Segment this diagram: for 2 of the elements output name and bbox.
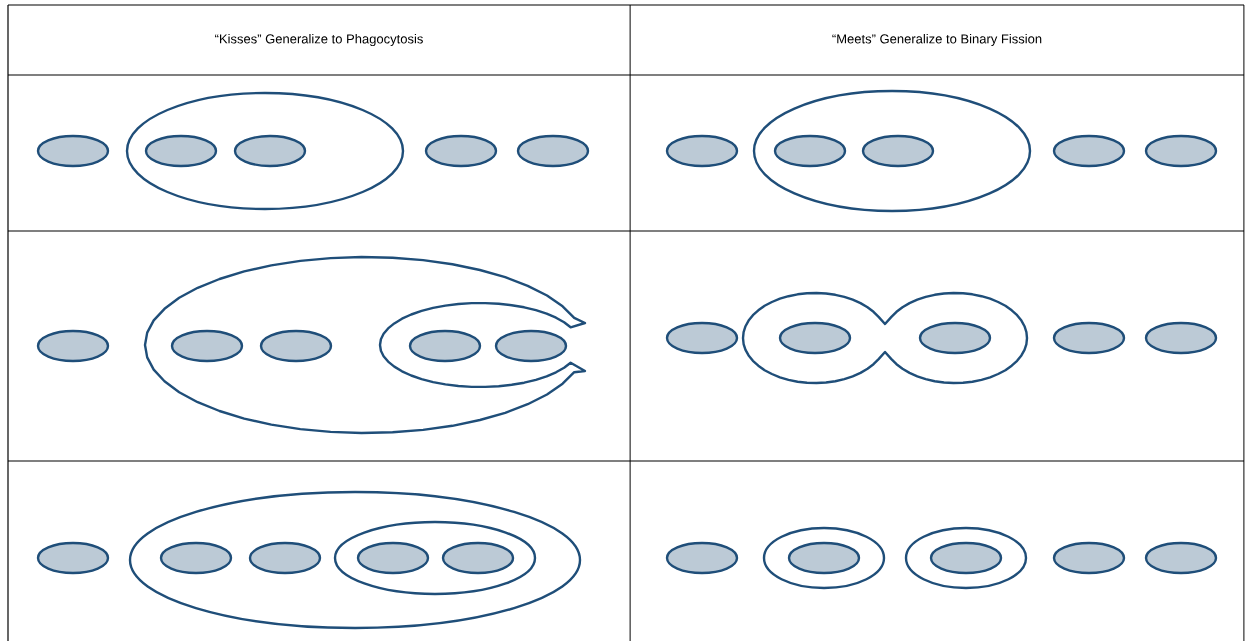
column-header: “Meets” Generalize to Binary Fission (832, 33, 1042, 47)
column-header: “Kisses” Generalize to Phagocytosis (215, 33, 423, 47)
